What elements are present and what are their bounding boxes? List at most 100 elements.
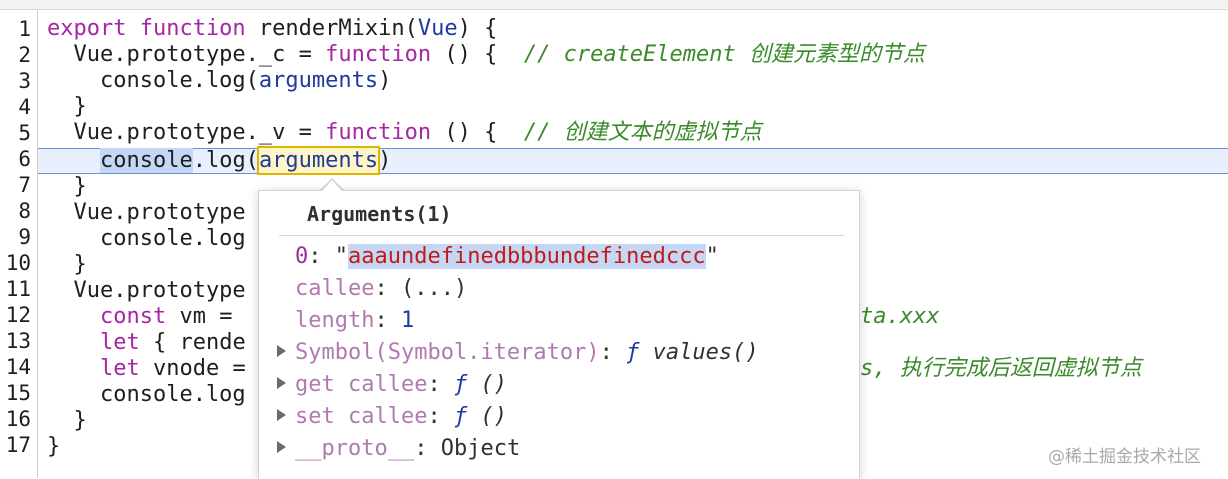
indent [47,330,100,355]
code-text: { rende [139,330,246,355]
separator: : [427,372,454,397]
property-key: get callee [295,372,428,397]
property-value: Object [440,436,521,461]
code-line-12-tail: ta.xxx [860,304,939,330]
separator: : [414,436,441,461]
property-value: values() [639,340,759,365]
indent [47,356,100,381]
selected-token[interactable]: console [99,148,193,173]
code-text: ) [378,68,392,93]
punct: ( [404,16,418,41]
line-number: 5 [18,121,31,145]
toolbar-strip [0,0,1228,10]
property-key: set callee [295,404,428,429]
line-number: 13 [5,329,31,353]
keyword: const [99,304,167,329]
property-key: Symbol(Symbol.iterator) [295,340,600,365]
property-value[interactable]: (...) [400,276,468,301]
tooltip-arrow-fill [322,180,342,191]
line-number: 7 [18,173,31,197]
expand-triangle-icon[interactable] [277,409,286,421]
line-number: 11 [5,277,31,301]
hovered-token[interactable]: arguments [256,146,381,175]
property-key: length [295,308,375,333]
separator: : [374,308,401,333]
code-comment: ta.xxx [860,304,940,329]
code-line-12: const vm = [47,304,232,330]
line-number: 2 [18,43,31,67]
code-line-14-tail: s, 执行完成后返回虚拟节点 [860,356,1142,382]
tooltip-divider [279,235,844,236]
keyword: export function [47,16,259,41]
separator: : [599,340,627,365]
line-number: 6 [18,147,31,171]
tooltip-title: Arguments(1) [307,202,452,226]
function-icon: ƒ [453,404,468,429]
function-icon: ƒ [453,372,468,397]
hover-tooltip[interactable]: Arguments(1) 0: "aaaundefinedbbbundefine… [258,190,860,479]
separator: : [374,276,401,301]
keyword: function [325,120,432,145]
code-line-6: console.log(arguments) [47,146,391,175]
watermark: @稀土掘金技术社区 [1048,447,1201,467]
code-line-8: Vue.prototype [47,200,246,225]
code-line-2: Vue.prototype._c = function () { // crea… [47,42,925,68]
property-key: __proto__ [295,436,415,461]
line-number: 1 [18,17,31,41]
line-number: 8 [18,199,31,223]
line-number: 4 [18,95,31,119]
expand-triangle-icon[interactable] [277,377,286,389]
code-text: vm = [166,304,233,329]
line-number-gutter: 1 2 3 4 5 6 7 8 9 10 11 12 13 14 15 16 1… [0,10,38,478]
property-value[interactable]: aaaundefinedbbbundefinedccc [348,244,706,269]
code-text: () { [431,120,524,145]
quote: " [705,244,719,269]
punct: ) { [457,16,498,41]
line-number: 14 [5,355,31,379]
property-value: () [467,404,507,429]
line-number: 17 [5,433,31,457]
tooltip-row[interactable]: length: 1 [295,305,414,337]
code-line-1: export function renderMixin(Vue) { [47,16,497,42]
tooltip-row[interactable]: set callee: ƒ () [295,401,507,433]
tooltip-row[interactable]: callee: (...) [295,273,467,305]
code-line-7: } [47,174,87,199]
current-line-highlight [37,148,1228,174]
code-line-10: } [47,252,87,277]
code-comment: s, 执行完成后返回虚拟节点 [860,356,1142,381]
function-icon: ƒ [626,340,640,365]
code-line-9: console.log [47,226,246,251]
code-text: .log( [192,148,259,173]
code-line-5: Vue.prototype._v = function () { // 创建文本… [47,120,762,146]
code-text: Vue.prototype._v = [47,120,326,145]
tooltip-row[interactable]: get callee: ƒ () [295,369,507,401]
code-text: () { [431,42,524,67]
line-number: 12 [5,303,31,327]
keyword: let [99,356,140,381]
tooltip-row[interactable]: Symbol(Symbol.iterator): ƒ values() [295,337,759,369]
expand-triangle-icon[interactable] [277,345,286,357]
code-line-16: } [47,408,87,433]
line-number: 16 [5,407,31,431]
keyword: function [325,42,432,67]
code-line-3: console.log(arguments) [47,68,391,94]
expand-triangle-icon[interactable] [277,441,286,453]
param: Vue [417,16,458,41]
code-line-13: let { rende [47,330,246,356]
tooltip-row[interactable]: __proto__: Object [295,433,520,465]
code-comment: // createElement 创建元素型的节点 [523,42,926,67]
code-text: console.log( [47,68,259,93]
separator: : [427,404,454,429]
code-text: vnode = [139,356,246,381]
keyword: let [99,330,140,355]
tooltip-row[interactable]: 0: "aaaundefinedbbbundefinedccc" [295,241,719,273]
code-text: Vue.prototype._c = [47,42,326,67]
code-comment: // 创建文本的虚拟节点 [523,120,762,145]
indent [47,304,100,329]
line-number: 15 [5,381,31,405]
code-line-17: } [47,434,61,459]
line-number: 10 [5,251,31,275]
property-key: 0 [295,244,309,269]
function-name: renderMixin [258,16,405,41]
